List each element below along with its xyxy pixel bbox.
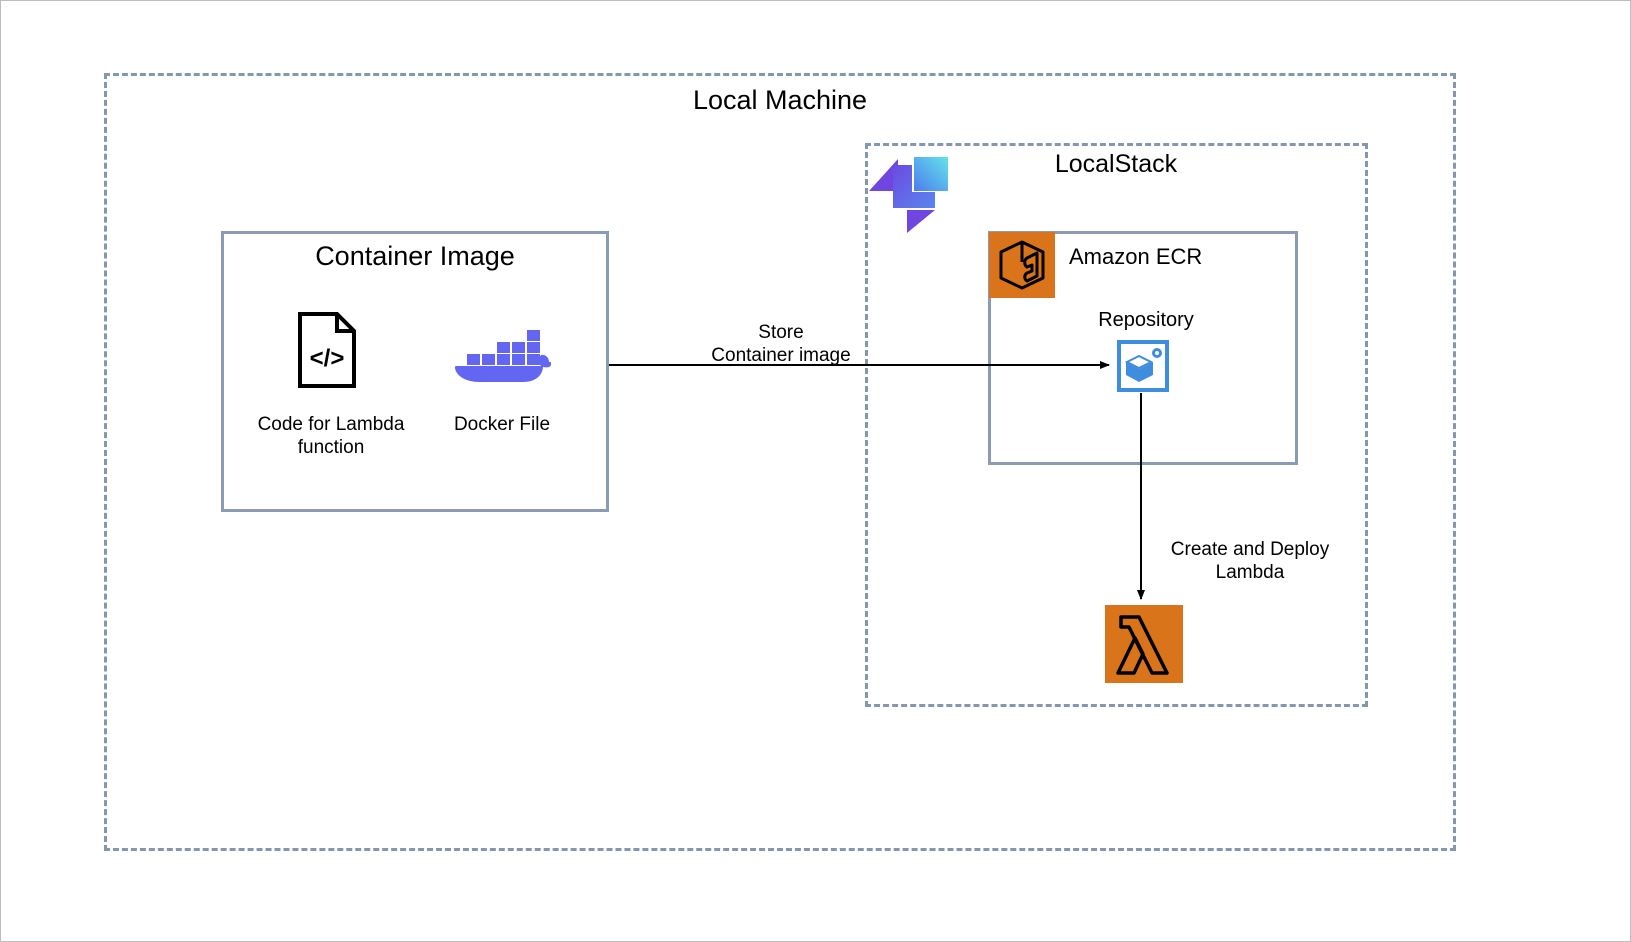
localstack-logo [867,149,953,235]
store-container-image-label: Store Container image [695,321,867,367]
container-image-title: Container Image [315,241,515,271]
code-file-caption: Code for Lambda function [257,414,405,458]
container-image-box [221,231,609,512]
localstack-title: LocalStack [1054,150,1178,178]
deploy-label-line1: Create and Deploy [1170,539,1330,560]
localstack-container [865,143,1368,707]
docker-file-caption: Docker File [453,414,551,435]
deploy-label-line2: Lambda [1215,562,1285,583]
store-label-line1: Store [758,322,804,343]
repository-caption: Repository [1098,309,1194,331]
code-file-icon: </> [296,311,358,389]
ecr-repository-icon [1117,340,1169,392]
amazon-ecr-title: Amazon ECR [1069,244,1203,269]
aws-lambda-icon [1105,605,1183,683]
store-label-line2: Container image [711,345,851,366]
store-container-image-arrow [609,361,1110,369]
svg-text:</>: </> [310,345,345,372]
docker-whale-icon [453,328,552,384]
create-deploy-lambda-arrow [1137,393,1145,600]
local-machine-title: Local Machine [692,85,868,115]
amazon-ecr-icon [989,232,1055,298]
local-machine-container [104,73,1456,851]
create-deploy-lambda-label: Create and Deploy Lambda [1169,538,1331,584]
